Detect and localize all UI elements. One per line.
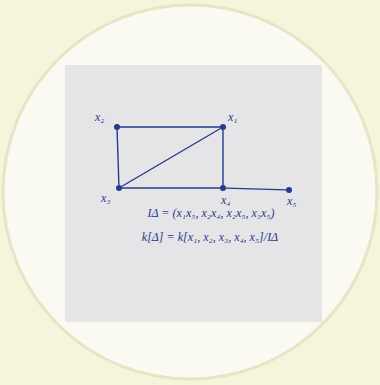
vertex-label: x₂ — [95, 111, 105, 124]
graph-edge — [122, 129, 221, 187]
graph-edge — [222, 130, 223, 185]
vertex-label: x₄ — [221, 194, 231, 207]
vertex-label: x₅ — [287, 195, 297, 208]
graph-edge — [122, 187, 220, 188]
graph-vertex: x₃ — [116, 185, 122, 191]
circle-frame — [3, 5, 377, 379]
graph-edge — [226, 188, 286, 190]
formula-text: IΔ = (x₁x₅, x₂x₄, x₂x₅, x₃x₅) — [148, 207, 275, 220]
graph-vertex: x₁ — [220, 124, 226, 130]
graph-edge — [120, 126, 220, 127]
whiteboard-photo — [65, 65, 322, 322]
formula-text: k[Δ] = k[x₁, x₂, x₃, x₄, x₅]/IΔ — [142, 231, 278, 244]
graph-vertex: x₄ — [220, 185, 226, 191]
graph-vertex: x₅ — [286, 187, 292, 193]
vertex-label: x₁ — [228, 111, 238, 124]
vertex-label: x₃ — [101, 192, 111, 205]
graph-edge — [117, 130, 119, 185]
graph-vertex: x₂ — [114, 124, 120, 130]
